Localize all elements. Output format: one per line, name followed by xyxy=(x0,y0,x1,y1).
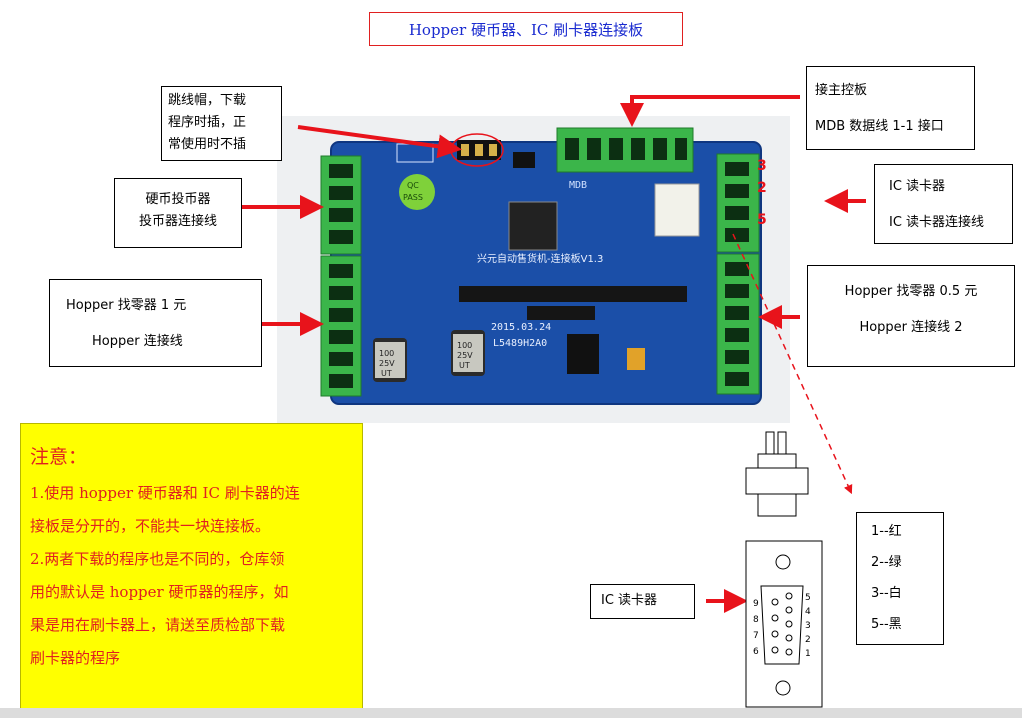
db9-pin-2: 2 xyxy=(805,635,811,645)
hopper2-line-2: Hopper 连接线 2 xyxy=(808,310,1014,346)
note-line-5: 果是用在刷卡器上，请送至质检部下载 xyxy=(30,609,354,642)
legend-item: 5--黑 xyxy=(871,609,943,640)
note-line-6: 刷卡器的程序 xyxy=(30,642,354,675)
note-line-2: 接板是分开的，不能共一块连接板。 xyxy=(30,510,354,543)
mdb-arrow xyxy=(632,97,800,115)
jumper-line-2: 程序时插，正 xyxy=(168,112,281,134)
db9-pin-8: 8 xyxy=(753,615,759,625)
db9-pin-1: 1 xyxy=(805,649,811,659)
mdb-callout: 接主控板 MDB 数据线 1-1 接口 xyxy=(806,66,975,150)
ic-reader-label: IC 读卡器 xyxy=(590,584,695,619)
ic-callout: IC 读卡器 IC 读卡器连接线 xyxy=(874,164,1013,244)
ic-line-2: IC 读卡器连接线 xyxy=(889,205,1012,241)
db9-pin-5: 5 xyxy=(805,593,811,603)
legend-item: 3--白 xyxy=(871,578,943,609)
db9-connector: 9 8 7 6 5 4 3 2 1 xyxy=(745,540,825,708)
pin-legend: 1--红 2--绿 3--白 5--黑 xyxy=(856,512,944,645)
coin-line-1: 硬币投币器 xyxy=(115,189,241,211)
mdb-line-1: 接主控板 xyxy=(815,73,974,109)
note-heading: 注意： xyxy=(30,442,354,469)
db9-pin-6: 6 xyxy=(753,647,759,657)
jumper-arrow xyxy=(298,127,450,148)
hopper1-line-1: Hopper 找零器 1 元 xyxy=(66,288,261,324)
plug-drawing xyxy=(744,430,814,520)
jumper-line-3: 常使用时不插 xyxy=(168,134,281,156)
hopper2-callout: Hopper 找零器 0.5 元 Hopper 连接线 2 xyxy=(807,265,1015,367)
jumper-line-1: 跳线帽，下载 xyxy=(168,90,281,112)
coin-line-2: 投币器连接线 xyxy=(115,211,241,233)
legend-item: 2--绿 xyxy=(871,547,943,578)
warning-note: 注意： 1.使用 hopper 硬币器和 IC 刷卡器的连 接板是分开的，不能共… xyxy=(20,423,363,718)
note-line-3: 2.两者下载的程序也是不同的，仓库领 xyxy=(30,543,354,576)
legend-item: 1--红 xyxy=(871,516,943,547)
jumper-callout: 跳线帽，下载 程序时插，正 常使用时不插 xyxy=(161,86,282,161)
note-line-1: 1.使用 hopper 硬币器和 IC 刷卡器的连 xyxy=(30,477,354,510)
bottom-toolbar xyxy=(0,708,1022,718)
hopper2-line-1: Hopper 找零器 0.5 元 xyxy=(808,274,1014,310)
hopper1-line-2: Hopper 连接线 xyxy=(66,324,261,360)
mdb-line-2: MDB 数据线 1-1 接口 xyxy=(815,109,974,145)
db9-pin-4: 4 xyxy=(805,607,811,617)
db9-pin-3: 3 xyxy=(805,621,811,631)
db9-pin-9: 9 xyxy=(753,599,759,609)
ic-line-1: IC 读卡器 xyxy=(889,169,1012,205)
db9-pin-7: 7 xyxy=(753,631,759,641)
note-line-4: 用的默认是 hopper 硬币器的程序，如 xyxy=(30,576,354,609)
coin-callout: 硬币投币器 投币器连接线 xyxy=(114,178,242,248)
hopper1-callout: Hopper 找零器 1 元 Hopper 连接线 xyxy=(49,279,262,367)
